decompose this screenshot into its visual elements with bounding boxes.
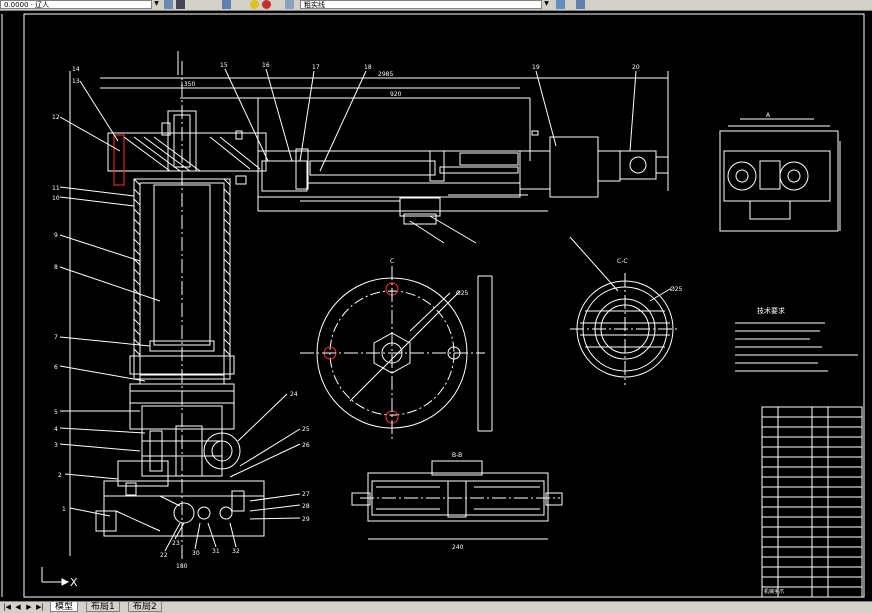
tab-layout2-label: 布局2 [133, 602, 157, 612]
tab-model-label: 模型 [55, 602, 74, 612]
section-view-cc [570, 273, 680, 385]
dim-len-4: 240 [452, 544, 464, 551]
linetype-combo-value: 粗实线 [304, 1, 325, 9]
arm-elevation-view [100, 71, 669, 225]
tab-prev-icon[interactable]: ◀ [15, 603, 21, 611]
tab-next-icon[interactable]: ▶ [26, 603, 32, 611]
title-block [761, 406, 863, 598]
tab-first-icon[interactable]: |◀ [3, 603, 11, 611]
callout-15: 15 [220, 62, 228, 69]
section-label-bb: B-B [452, 452, 462, 459]
callout-19: 19 [532, 64, 540, 71]
section-view-bb [351, 460, 563, 540]
callout-10: 10 [52, 195, 60, 202]
tab-layout1-label: 布局1 [91, 602, 115, 612]
tech-requirements-title: 技术要求 [757, 306, 785, 315]
tab-last-icon[interactable]: ▶| [36, 603, 44, 611]
dim-len-5: 180 [176, 563, 188, 570]
tab-model[interactable]: 模型 [50, 602, 79, 612]
layer-combo-value: 0.0000 · 辽人 [4, 1, 50, 9]
callout-26: 26 [302, 442, 310, 449]
callout-22: 22 [160, 552, 168, 559]
callout-7: 7 [54, 334, 58, 341]
callout-28: 28 [302, 503, 310, 510]
dim-len-3: 920 [390, 91, 402, 98]
callout-3: 3 [54, 442, 58, 449]
callout-9: 9 [54, 232, 58, 239]
callout-11: 11 [52, 185, 60, 192]
flange-view [300, 266, 493, 441]
dim-d2: Ø25 [670, 286, 683, 293]
callout-8: 8 [54, 264, 58, 271]
layer-combo-dropdown-icon[interactable]: ▼ [151, 0, 161, 9]
toolbar-strip: 0.0000 · 辽人 ▼ 粗实线 ▼ [0, 0, 872, 11]
layout-tab-bar: |◀ ◀ ▶ ▶| 模型 布局1 布局2 [0, 601, 872, 613]
layer-state-icon[interactable] [576, 0, 585, 9]
tech-requirements [735, 322, 858, 372]
dim-len-1: 2985 [378, 71, 393, 78]
side-view-a [719, 118, 841, 232]
linetype-combo-dropdown-icon[interactable]: ▼ [541, 0, 551, 9]
callout-30: 30 [192, 550, 200, 557]
dim-len-2: 1350 [180, 81, 195, 88]
callout-27: 27 [302, 491, 310, 498]
callout-5: 5 [54, 409, 58, 416]
callout-4: 4 [54, 426, 58, 433]
model-space-canvas[interactable]: 1 2 3 4 5 6 7 8 9 10 11 12 13 14 15 16 1… [0, 11, 872, 601]
dim-d1: Ø25 [456, 290, 469, 297]
main-elevation-view [69, 51, 267, 561]
callout-17: 17 [312, 64, 320, 71]
callout-2: 2 [58, 472, 62, 479]
callout-20: 20 [632, 64, 640, 71]
callout-14: 14 [72, 66, 80, 73]
callout-29: 29 [302, 516, 310, 523]
callout-6: 6 [54, 364, 58, 371]
section-label-c: C [390, 258, 394, 265]
bulb-icon[interactable] [250, 0, 259, 9]
match-layer-icon[interactable] [556, 0, 565, 9]
callout-18: 18 [364, 64, 372, 71]
layer-manager-icon[interactable] [164, 0, 173, 9]
view-label-a: A [766, 112, 771, 119]
callout-leaders [59, 68, 671, 552]
ucs-x-label: X [70, 576, 78, 589]
callout-1: 1 [62, 506, 66, 513]
freeze-icon[interactable] [262, 0, 271, 9]
tab-layout2[interactable]: 布局2 [128, 602, 162, 612]
callout-24: 24 [290, 391, 298, 398]
callout-13: 13 [72, 78, 80, 85]
callout-25: 25 [302, 426, 310, 433]
title-block-name: 机械手爪 [764, 588, 784, 595]
linetype-combo[interactable]: 粗实线 [300, 0, 550, 9]
section-label-cc: C-C [617, 258, 628, 265]
ucs-icon: X [41, 567, 78, 589]
properties-icon[interactable] [222, 0, 231, 9]
layer-previous-icon[interactable] [176, 0, 185, 9]
tab-layout1[interactable]: 布局1 [86, 602, 120, 612]
callout-23: 23 [172, 540, 180, 547]
callout-31: 31 [212, 548, 220, 555]
layer-combo[interactable]: 0.0000 · 辽人 [0, 0, 160, 9]
callout-32: 32 [232, 548, 240, 555]
callout-12: 12 [52, 114, 60, 121]
callout-16: 16 [262, 62, 270, 69]
lock-icon[interactable] [285, 0, 294, 9]
drawing-border [23, 13, 865, 598]
